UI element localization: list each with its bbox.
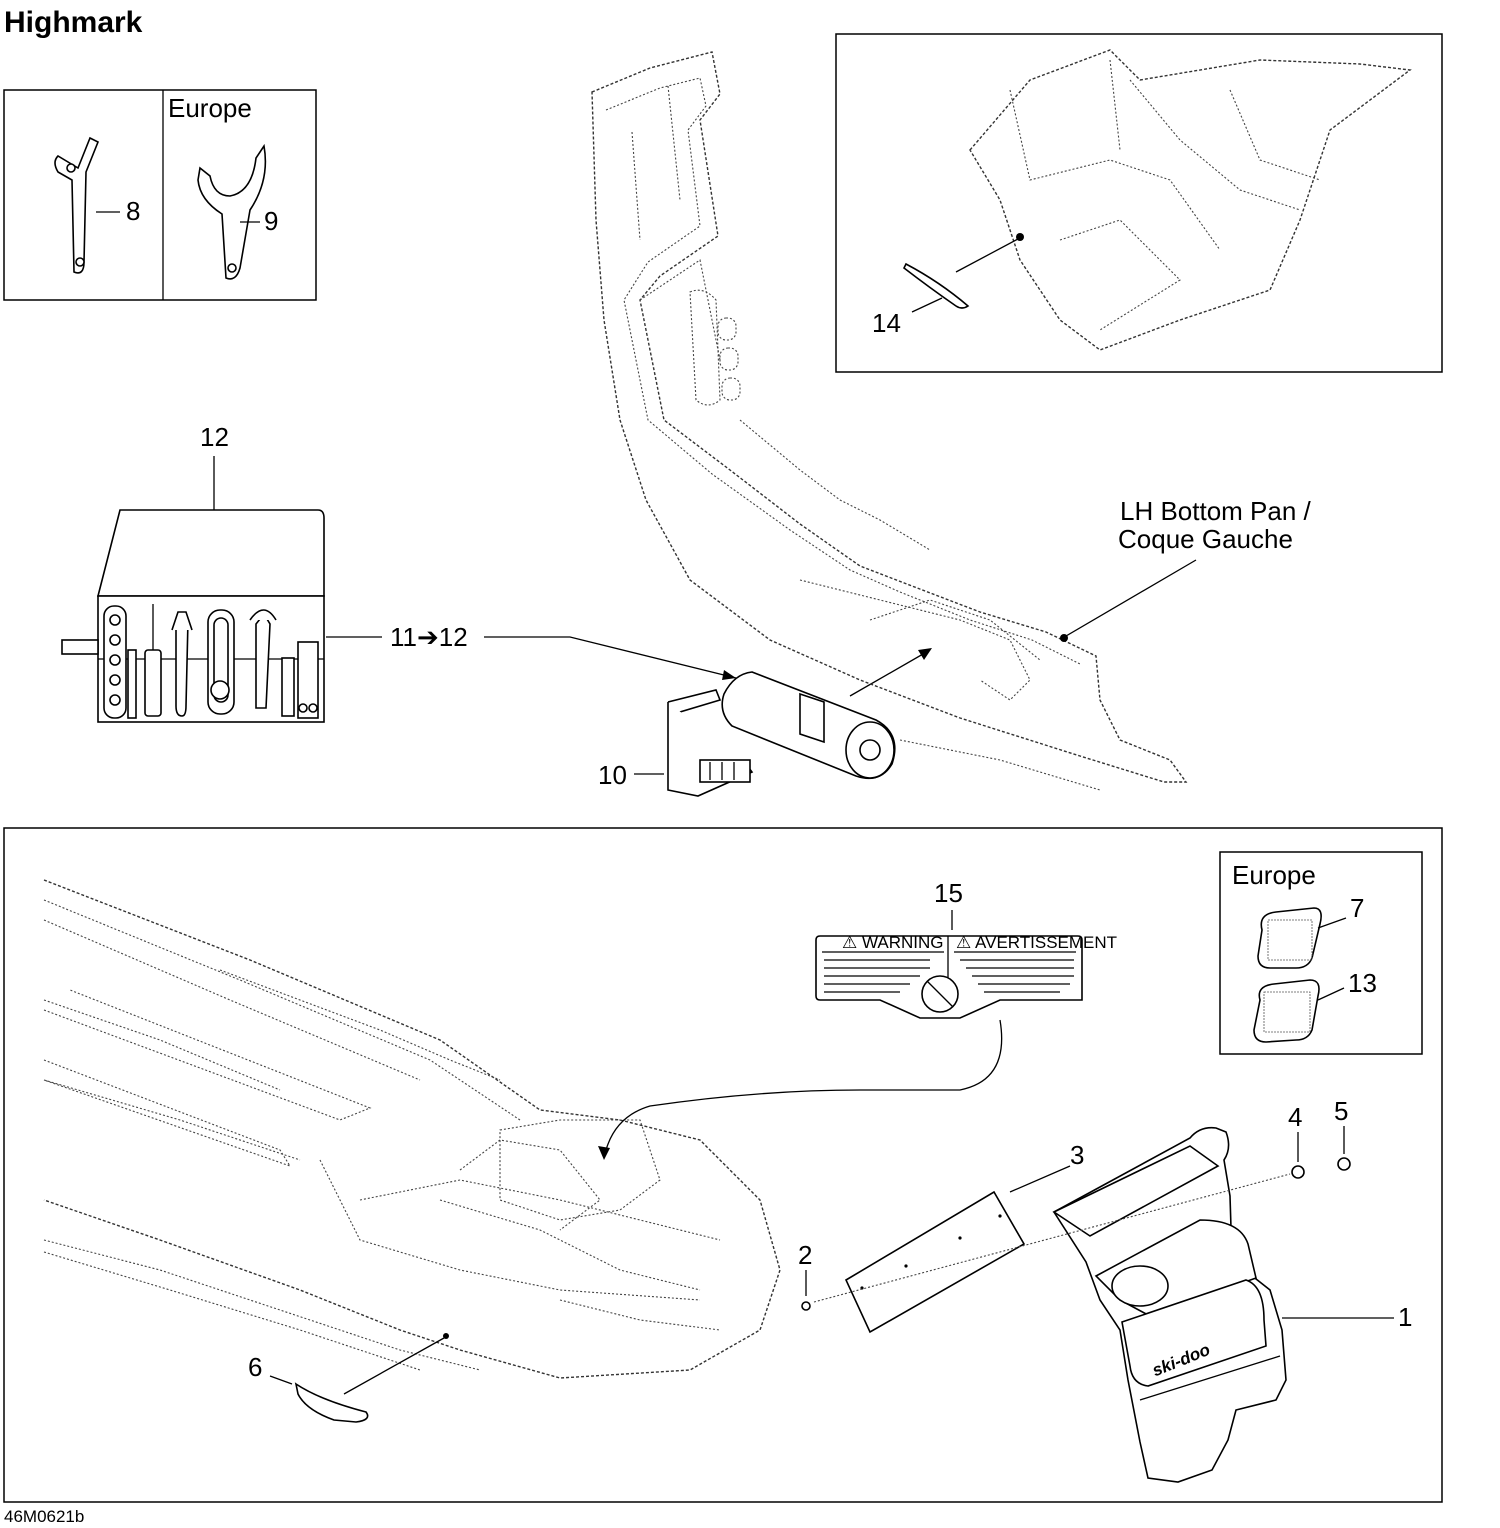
reflector-decal-alt-icon [1253,979,1320,1043]
wrench-inset-region-label: Europe [168,93,252,123]
backing-plate: 3 [813,1140,1291,1334]
wrench-inset: Europe 8 9 [3,89,317,301]
decal-inset-region-label: Europe [1232,860,1316,890]
warning-label-left-header: ⚠ WARNING [842,933,944,952]
washer-icon [1337,1157,1351,1171]
mud-flap: ski-doo 1 [1052,1126,1412,1483]
callout-13: 13 [1348,968,1377,998]
callout-3: 3 [1070,1140,1084,1170]
rear-assembly-panel [3,827,1443,1503]
foam-strip-icon [902,262,970,309]
callout-15: 15 [934,878,963,908]
fasteners: 2 4 5 [798,1096,1351,1311]
callout-8: 8 [126,196,140,226]
toolkit: 12 11➔ [61,422,737,723]
page-title: Highmark [4,6,143,39]
callout-12: 12 [200,422,229,452]
callout-10: 10 [598,760,627,790]
tool-set-icon [103,604,319,719]
bag-holder: 10 [598,689,754,797]
callout-4: 4 [1288,1102,1302,1132]
warning-label: 15 ⚠ WARNING ⚠ AVERTISSEMENT [598,878,1117,1160]
hook-wrench-icon [197,143,267,280]
bottom-pan-label-line2: Coque Gauche [1118,524,1293,554]
foam-pad-icon [294,1382,369,1423]
tool-bag [721,648,932,780]
spanner-wrench-icon [54,136,100,274]
lh-bottom-pan: LH Bottom Pan / Coque Gauche [591,51,1312,791]
bottom-pan-detail-inset: 14 [835,33,1443,373]
callout-9: 9 [264,206,278,236]
nut-icon [801,1301,811,1311]
decal-inset: Europe 7 13 [1219,851,1423,1055]
foam-block: 6 [248,1337,445,1423]
callout-5: 5 [1334,1096,1348,1126]
callout-1: 1 [1398,1302,1412,1332]
callout-7: 7 [1350,893,1364,923]
bottom-pan-label-line1: LH Bottom Pan / [1120,496,1312,526]
callout-14: 14 [872,308,901,338]
rivet-icon [1291,1165,1305,1179]
callout-11-12: 11➔12 [390,622,468,652]
callout-2: 2 [798,1240,812,1270]
warning-label-right-header: ⚠ AVERTISSEMENT [956,933,1117,952]
tunnel [43,879,781,1379]
figure-code: 46M0621b [4,1507,84,1526]
callout-6: 6 [248,1352,262,1382]
